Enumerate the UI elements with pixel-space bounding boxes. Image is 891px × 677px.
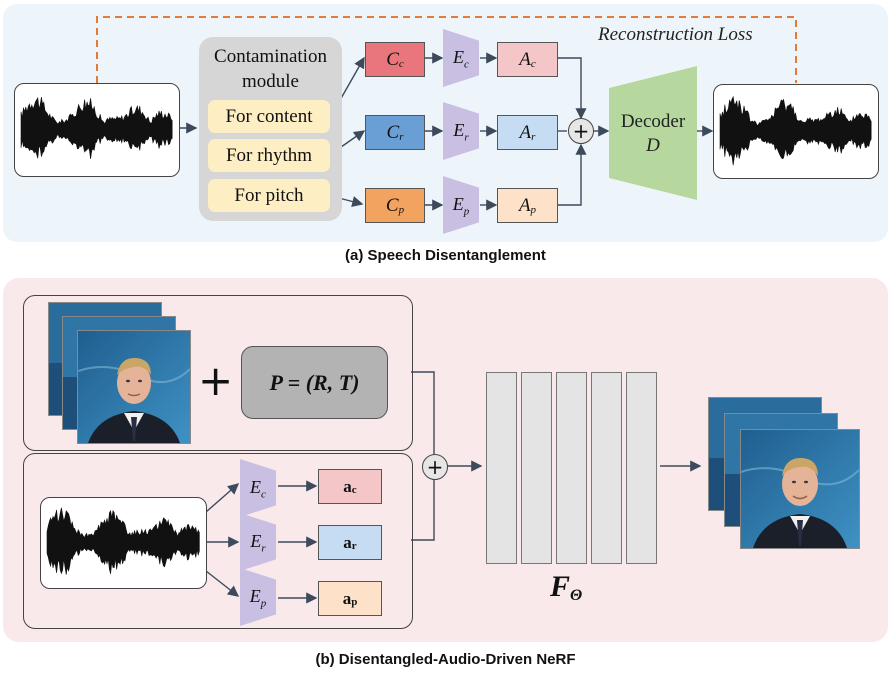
a-pitch-sub: p (530, 203, 537, 216)
enc-b-r-sub: r (261, 542, 266, 555)
audio-box (23, 453, 413, 629)
network-layer (486, 372, 517, 564)
encoder-b-content-label: Ec (240, 477, 276, 501)
network-layer (591, 372, 622, 564)
c-content-main: C (386, 48, 399, 70)
network-label: FΘ (550, 570, 582, 605)
decoder-symbol: D (646, 135, 660, 156)
image-pose-box (23, 295, 413, 451)
network-main: F (550, 570, 571, 603)
option-content: For content (208, 100, 330, 133)
a-content-sub: c (530, 57, 536, 70)
c-content-sub: c (398, 57, 404, 70)
input-waveform (14, 83, 180, 177)
enc-a-p-main: E (452, 194, 464, 214)
a-content-main: A (519, 48, 531, 70)
enc-b-c-sub: c (261, 488, 266, 501)
panel-b-connectors (205, 371, 702, 604)
output-waveform (713, 84, 879, 179)
sum-operator-b: + (422, 454, 448, 480)
network-layer (556, 372, 587, 564)
plus-symbol-large: + (198, 356, 234, 405)
decoder-shape (609, 66, 697, 200)
encoder-b-rhythm-label: Er (240, 531, 276, 555)
sum-operator-a: + (568, 118, 594, 144)
contamination-title: Contamination module (199, 44, 342, 94)
enc-a-c-sub: c (464, 58, 469, 71)
enc-b-p-sub: p (260, 597, 267, 610)
encoder-b-pitch-shape (240, 568, 276, 626)
a-rhythm-sub: r (531, 130, 536, 143)
output-frame-front (740, 429, 860, 549)
ab-r-sub: r (351, 539, 357, 552)
encoder-b-pitch-label: Ep (240, 586, 276, 610)
network-layer (521, 372, 552, 564)
decoder-text: Decoder D (609, 110, 697, 158)
network-sub: Θ (570, 587, 583, 605)
enc-a-c-main: E (453, 47, 465, 67)
ab-r-main: a (343, 532, 352, 552)
ab-c-main: a (343, 476, 352, 496)
network-layer (626, 372, 657, 564)
waveform-graphic (46, 507, 200, 575)
ab-p-sub: p (351, 595, 358, 608)
encoder-rhythm-label: Er (443, 120, 479, 144)
contamination-title-line1: Contamination (214, 46, 327, 67)
reconstruction-loss-line (96, 16, 797, 83)
encoder-content-label: Ec (443, 47, 479, 71)
reconstruction-loss-label: Reconstruction Loss (598, 24, 753, 45)
caption-b: (b) Disentangled-Audio-Driven NeRF (315, 651, 576, 668)
option-rhythm: For rhythm (208, 139, 330, 172)
contamination-title-line2: module (242, 71, 299, 92)
c-rhythm-main: C (386, 121, 400, 143)
a-rhythm-main: A (519, 121, 532, 143)
encoder-pitch-label: Ep (443, 194, 479, 218)
pose-box: P = (R, T) (241, 346, 388, 419)
waveform-graphic (719, 95, 872, 166)
ab-p-main: a (342, 588, 352, 608)
c-rhythm-sub: r (399, 130, 404, 143)
option-pitch: For pitch (208, 179, 330, 212)
decoder-label: Decoder (620, 111, 686, 132)
enc-b-c-main: E (250, 477, 262, 497)
enc-a-p-sub: p (463, 205, 470, 218)
caption-a: (a) Speech Disentanglement (345, 247, 546, 264)
pose-label: P = (R, T) (269, 369, 360, 395)
a-pitch-main: A (518, 194, 531, 216)
audio-waveform (40, 497, 207, 589)
c-pitch-main: C (385, 194, 399, 216)
encoder-b-rhythm-shape (240, 513, 276, 571)
enc-a-r-main: E (453, 120, 465, 140)
enc-b-r-main: E (250, 531, 262, 551)
enc-b-p-main: E (249, 586, 261, 606)
input-frame-front (77, 330, 191, 444)
ab-c-sub: c (351, 483, 357, 496)
waveform-graphic (20, 96, 173, 160)
encoder-pitch-shape (443, 176, 479, 234)
enc-a-r-sub: r (464, 131, 469, 144)
c-pitch-sub: p (398, 203, 405, 216)
